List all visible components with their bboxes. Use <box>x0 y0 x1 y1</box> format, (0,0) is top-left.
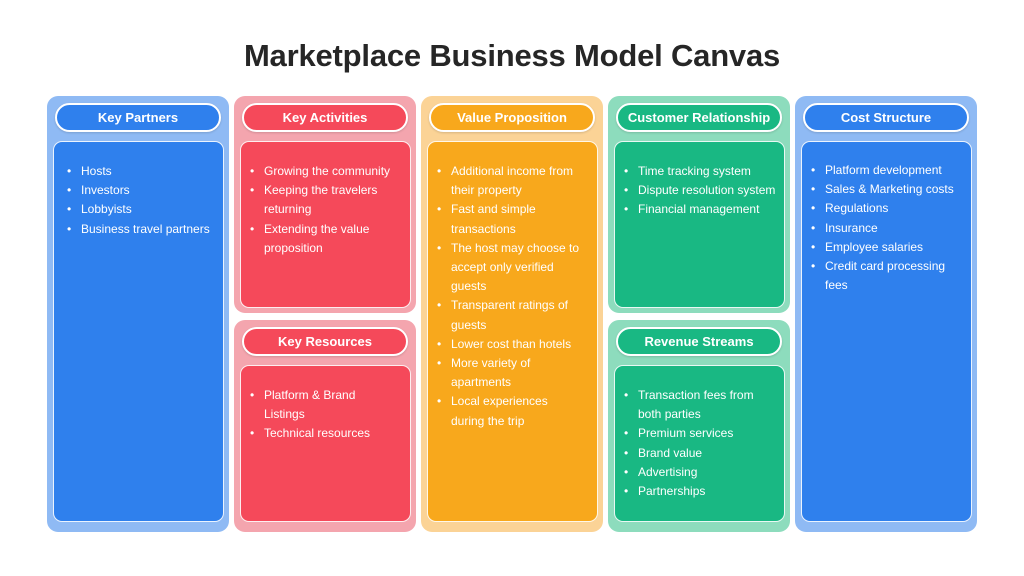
key-resources-list: Platform & Brand ListingsTechnical resou… <box>246 386 386 444</box>
list-item: Sales & Marketing costs <box>807 180 967 199</box>
key-partners-heading: Key Partners <box>55 103 221 132</box>
list-item: Transparent ratings of guests <box>433 296 583 334</box>
list-item: Keeping the travelers returning <box>246 181 408 219</box>
list-item: Fast and simple transactions <box>433 200 583 238</box>
list-item: Premium services <box>620 424 766 443</box>
revenue-streams-list: Transaction fees from both partiesPremiu… <box>620 386 766 501</box>
list-item: Platform & Brand Listings <box>246 386 386 424</box>
list-item: Transaction fees from both parties <box>620 386 766 424</box>
list-item: Credit card processing fees <box>807 257 967 295</box>
list-item: Financial management <box>620 200 788 219</box>
key-resources-heading: Key Resources <box>242 327 408 356</box>
customer-relationship-list: Time tracking systemDispute resolution s… <box>620 162 788 220</box>
revenue-streams-heading: Revenue Streams <box>616 327 782 356</box>
list-item: Time tracking system <box>620 162 788 181</box>
list-item: Investors <box>63 181 223 200</box>
list-item: Advertising <box>620 463 766 482</box>
value-proposition-heading: Value Proposition <box>429 103 595 132</box>
list-item: Insurance <box>807 219 967 238</box>
customer-relationship-heading: Customer Relationship <box>616 103 782 132</box>
key-activities-list: Growing the communityKeeping the travele… <box>246 162 408 258</box>
list-item: Business travel partners <box>63 220 223 239</box>
list-item: Growing the community <box>246 162 408 181</box>
cost-structure-heading: Cost Structure <box>803 103 969 132</box>
list-item: Lobbyists <box>63 200 223 219</box>
list-item: More variety of apartments <box>433 354 583 392</box>
page-title: Marketplace Business Model Canvas <box>243 38 781 73</box>
list-item: The host may choose to accept only verif… <box>433 239 583 297</box>
list-item: Brand value <box>620 444 766 463</box>
list-item: Extending the value proposition <box>246 220 408 258</box>
cost-structure-list: Platform developmentSales & Marketing co… <box>807 161 967 295</box>
key-activities-heading: Key Activities <box>242 103 408 132</box>
list-item: Platform development <box>807 161 967 180</box>
list-item: Lower cost than hotels <box>433 335 583 354</box>
list-item: Hosts <box>63 162 223 181</box>
list-item: Partnerships <box>620 482 766 501</box>
list-item: Local experiences during the trip <box>433 392 583 430</box>
list-item: Technical resources <box>246 424 386 443</box>
value-proposition-list: Additional income from their propertyFas… <box>433 162 583 431</box>
list-item: Regulations <box>807 199 967 218</box>
key-partners-list: HostsInvestorsLobbyistsBusiness travel p… <box>63 162 223 239</box>
list-item: Additional income from their property <box>433 162 583 200</box>
list-item: Dispute resolution system <box>620 181 788 200</box>
list-item: Employee salaries <box>807 238 967 257</box>
